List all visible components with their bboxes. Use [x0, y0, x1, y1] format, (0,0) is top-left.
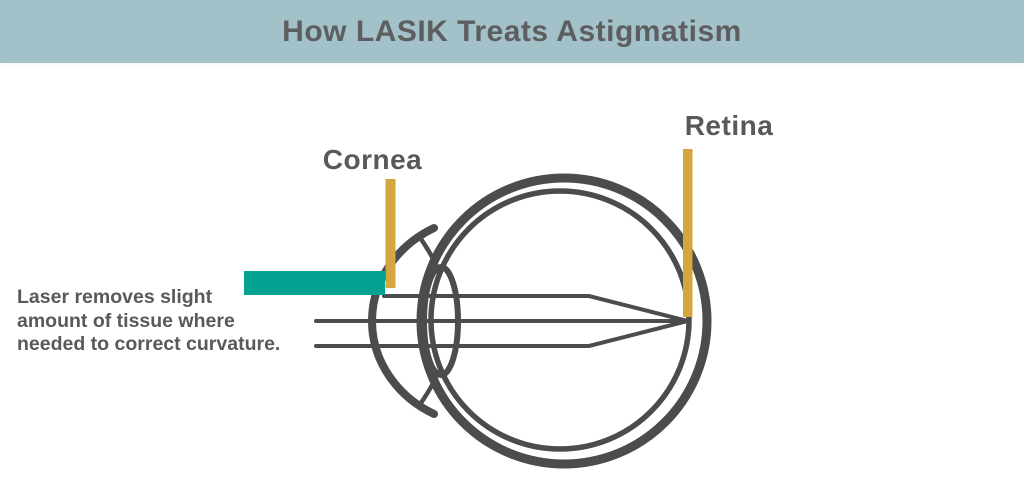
laser-beam — [244, 271, 385, 295]
retina-marker-line — [683, 149, 693, 317]
title-banner: How LASIK Treats Astigmatism — [0, 0, 1024, 63]
light-ray-top — [382, 294, 690, 323]
cornea-marker-line — [385, 179, 396, 288]
laser-annotation: Laser removes slight amount of tissue wh… — [17, 286, 281, 355]
cornea-label: Cornea — [322, 144, 423, 175]
light-ray-bottom — [314, 319, 690, 348]
retina-label: Retina — [684, 110, 774, 141]
page-title: How LASIK Treats Astigmatism — [282, 14, 742, 48]
